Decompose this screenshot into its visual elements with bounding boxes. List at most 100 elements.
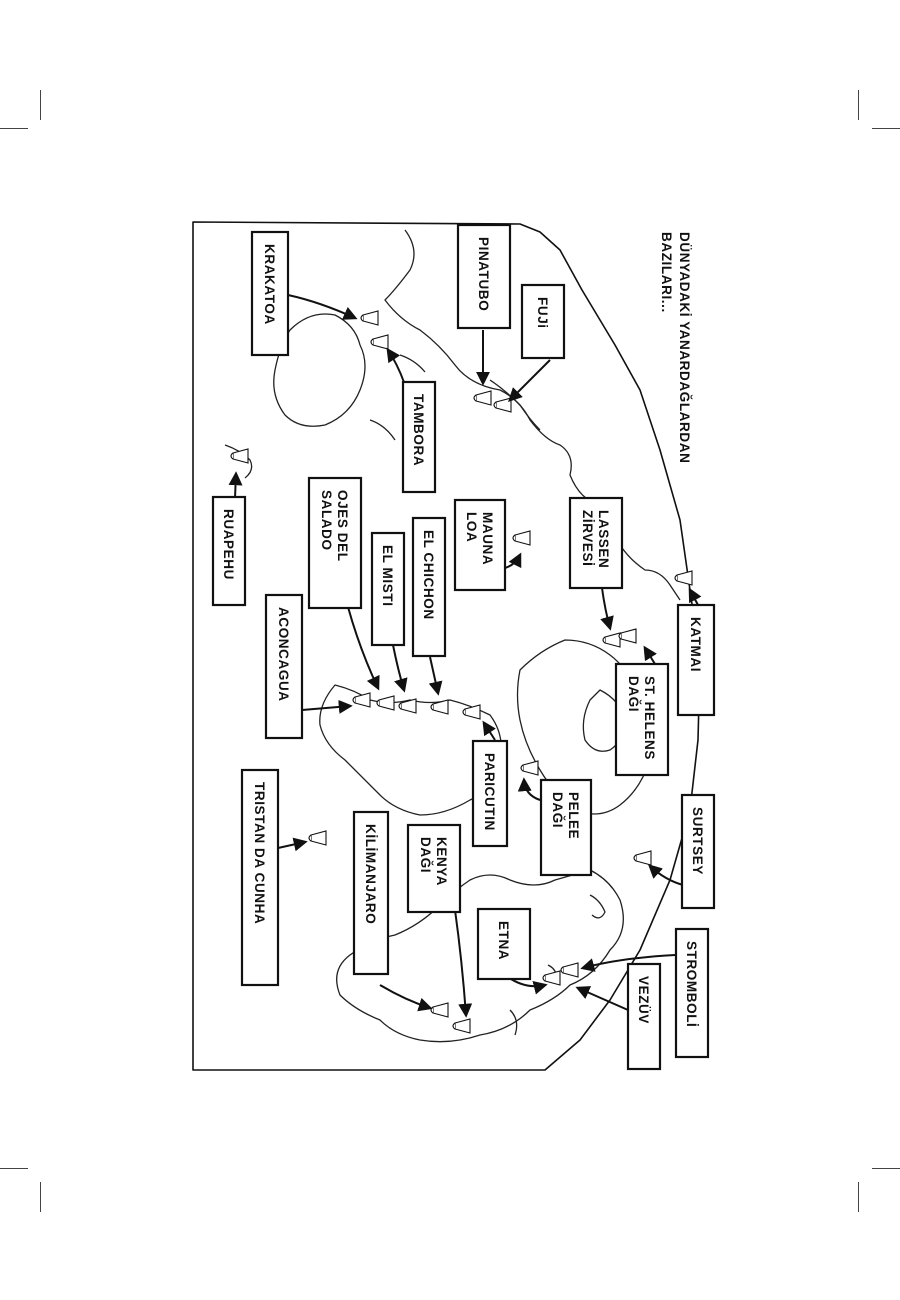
crop-mark: [0, 1168, 28, 1169]
arrow-surtsey: [647, 864, 684, 886]
label-text: ST. HELENS: [642, 676, 657, 760]
label-kilimanjaro: KİLİMANJARO: [352, 810, 390, 976]
coastline-australia: [273, 313, 366, 427]
label-text: TRISTAN DA CUNHA: [252, 782, 267, 924]
label-box: [471, 739, 509, 848]
arrow-mauna-loa: [504, 552, 522, 569]
label-surtsey: SURTSEY: [680, 793, 716, 910]
map-title: DÜNYADAKİ YANARDAĞLARDAN BAZILARI...: [659, 232, 692, 463]
arrow-ojos-del-salado: [347, 606, 380, 691]
island-japan: [489, 379, 541, 431]
label-text: KRAKATOA: [262, 244, 277, 325]
label-text: LOA: [464, 512, 479, 542]
arrow-paricutin: [482, 720, 496, 741]
crop-mark: [858, 1182, 859, 1212]
crop-mark: [858, 90, 859, 120]
label-box: [406, 823, 462, 914]
label-box: [539, 778, 593, 877]
label-text: FUJi: [535, 297, 550, 329]
label-text: MAUNA: [480, 512, 495, 565]
label-krakatoa: KRAKATOA: [250, 230, 290, 357]
label-box: [456, 223, 512, 330]
label-text: PARICUTIN: [482, 753, 497, 831]
label-text: SALADO: [319, 490, 334, 551]
arrow-ruapehu: [228, 471, 243, 499]
label-text: KATMAI: [688, 617, 703, 672]
label-box: [401, 380, 437, 494]
label-text: DAĞI: [418, 837, 433, 873]
label-etna: ETNA: [476, 907, 532, 981]
arrow-fuji: [508, 359, 551, 402]
crop-mark: [0, 128, 28, 129]
arrow-tristan-da-cunha: [277, 837, 308, 852]
island-new-zealand: [224, 444, 253, 479]
label-box: [614, 662, 670, 777]
label-text: EL CHICHON: [421, 530, 436, 620]
label-vezuv: VEZÜV: [626, 962, 662, 1071]
label-box: [520, 283, 566, 360]
label-ruapehu: RUAPEHU: [211, 495, 247, 607]
label-box: [626, 962, 662, 1071]
label-text: DAĞI: [550, 792, 565, 828]
label-el-misti: EL MISTI: [370, 531, 406, 647]
arrow-el-misti: [392, 644, 408, 693]
label-text: KİLİMANJARO: [363, 824, 378, 924]
crop-mark: [872, 128, 900, 129]
label-box: [352, 810, 390, 976]
label-fuji: FUJi: [520, 283, 566, 360]
label-box: [453, 498, 507, 592]
label-katmai: KATMAI: [676, 603, 716, 717]
label-text: SURTSEY: [690, 807, 705, 875]
arrow-krakatoa: [287, 294, 358, 320]
label-aconcagua: ACONCAGUA: [264, 593, 304, 740]
title-line-1: DÜNYADAKİ YANARDAĞLARDAN: [677, 232, 692, 463]
label-box: [211, 495, 247, 607]
title-line-2: BAZILARI...: [659, 232, 674, 313]
arrow-kilimanjaro: [379, 984, 433, 1012]
arrow-katmai: [688, 587, 702, 606]
label-text: VEZÜV: [636, 976, 651, 1024]
label-text: KENYA: [434, 837, 449, 886]
label-box: [370, 531, 406, 647]
label-text: STROMBOLİ: [684, 941, 699, 1027]
arrow-aconcagua: [301, 699, 353, 714]
label-text: LASSEN: [596, 510, 611, 568]
label-box: [680, 793, 716, 910]
label-tambora: TAMBORA: [401, 380, 437, 494]
arrow-kenya: [454, 909, 473, 1018]
arrow-el-chichon: [428, 656, 443, 696]
label-stromboli: STROMBOLİ: [674, 927, 710, 1059]
label-text: PINATUBO: [476, 237, 491, 311]
label-el-chichon: EL CHICHON: [411, 516, 447, 658]
label-paricutin: PARICUTIN: [471, 739, 509, 848]
label-box: [476, 907, 532, 981]
label-text: RUAPEHU: [221, 509, 236, 580]
arrow-stromboli: [580, 954, 676, 972]
label-box: [307, 476, 363, 610]
island-britain: [589, 894, 606, 919]
label-text: TAMBORA: [411, 394, 426, 466]
label-text: EL MISTI: [380, 545, 395, 607]
arrow-st-helens: [643, 645, 657, 665]
label-text: ACONCAGUA: [276, 607, 291, 702]
crop-mark: [872, 1168, 900, 1169]
label-text: OJES DEL: [335, 490, 350, 562]
arrow-pelee: [517, 777, 541, 801]
coastline-north-america: [516, 639, 652, 815]
label-box: [240, 768, 280, 987]
label-box: [568, 496, 624, 590]
label-box: [411, 516, 447, 658]
arrow-vezuv: [575, 986, 629, 1011]
arrow-lassen: [600, 587, 614, 631]
label-text: ZİRVESİ: [580, 510, 595, 566]
label-box: [250, 230, 290, 357]
label-text: ETNA: [496, 921, 511, 960]
label-box: [264, 593, 304, 740]
